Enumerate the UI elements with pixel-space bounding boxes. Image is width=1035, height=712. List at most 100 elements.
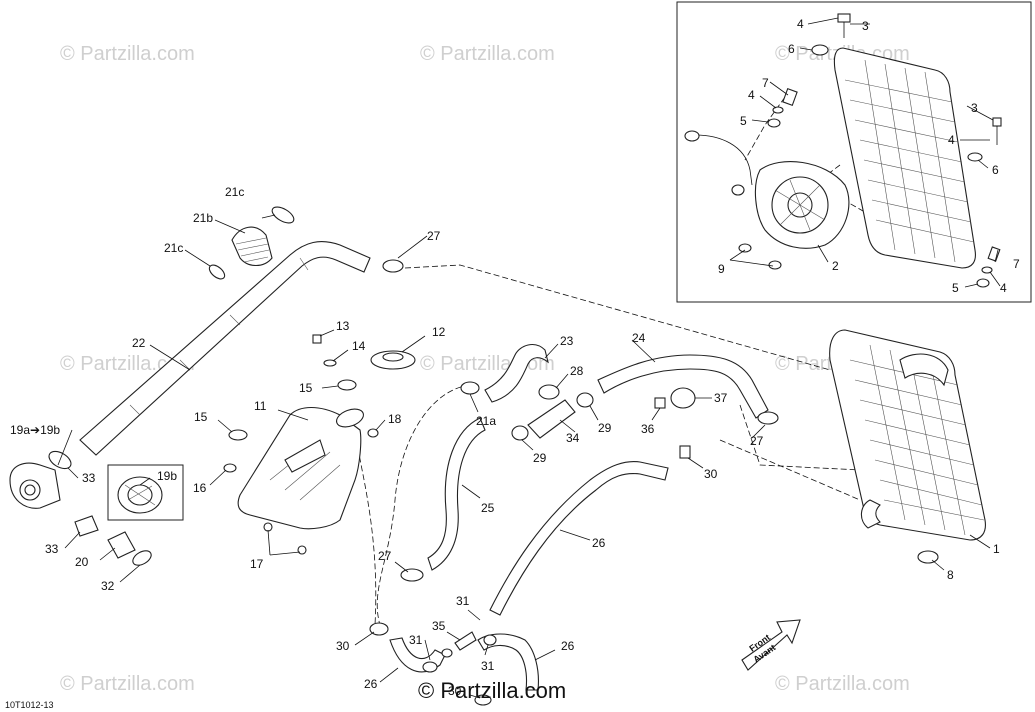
callout-label: 34 (566, 431, 580, 445)
callout-label: 6 (788, 42, 795, 56)
callout-label: 21c (225, 185, 244, 199)
clamp-21c-upper (271, 206, 295, 224)
callout-label: 15 (194, 410, 208, 424)
front-direction-arrow: Front Avant (741, 619, 801, 671)
inset-hardware (738, 13, 1002, 288)
clamp-29-left (511, 425, 529, 441)
callout-label: 21a (476, 414, 496, 428)
radiator-main (829, 329, 986, 564)
callout-label: 37 (714, 391, 728, 405)
hose-22 (79, 241, 371, 456)
callout-label: 27 (378, 549, 392, 563)
callout-label: 19a➔19b (10, 423, 60, 437)
coolant-reservoir (237, 406, 364, 530)
callout-label: 4 (948, 133, 955, 147)
spring-21b (231, 226, 273, 267)
callout-label: 18 (388, 412, 402, 426)
callout-label: 26 (561, 639, 575, 653)
thermostat-19b (117, 476, 163, 514)
hose-25 (400, 417, 486, 582)
callout-label: 33 (82, 471, 96, 485)
fan-assembly (754, 161, 850, 249)
clamp-27-lower (400, 568, 424, 582)
clamp-32 (132, 550, 152, 566)
callout-label: 26 (592, 536, 606, 550)
clamp-27-right (757, 411, 779, 425)
sleeve-33-lower (74, 515, 99, 537)
callout-label: 13 (336, 319, 350, 333)
fan-wire-harness (684, 130, 753, 196)
callout-label: 21b (193, 211, 213, 225)
callout-label: 6 (992, 163, 999, 177)
leader-lines (57, 17, 1001, 699)
callout-label: 27 (427, 229, 441, 243)
callout-labels: 1 2 3 3 4 4 4 4 5 5 6 6 7 7 8 9 11 12 13… (10, 17, 1020, 698)
callout-label: 7 (762, 76, 769, 90)
callout-label: 8 (947, 568, 954, 582)
hardware-13-14-15 (223, 334, 379, 555)
callout-label: 30 (704, 467, 718, 481)
callout-label: 24 (632, 331, 646, 345)
callout-label: 30 (448, 684, 462, 698)
radiator-inset (833, 47, 976, 269)
callout-label: 25 (481, 501, 495, 515)
callout-label: 17 (250, 557, 264, 571)
callout-label: 31 (481, 659, 495, 673)
callout-label: 27 (750, 434, 764, 448)
callout-label: 31 (409, 633, 423, 647)
callout-label: 23 (560, 334, 574, 348)
clamp-21c-lower (208, 264, 226, 280)
callout-label: 16 (193, 481, 207, 495)
partzilla-brand: © Partzilla.com (418, 678, 566, 703)
diagram-code: 10T1012-13 (5, 700, 54, 710)
watermark: © Partzilla.com (60, 43, 195, 65)
callout-label: 2 (832, 259, 839, 273)
hose-23 (460, 344, 549, 403)
callout-label: 35 (432, 619, 446, 633)
callout-label: 19b (157, 469, 177, 483)
callout-label: 28 (570, 364, 584, 378)
callout-label: 21c (164, 241, 183, 255)
callout-label: 36 (641, 422, 655, 436)
callout-label: 15 (299, 381, 313, 395)
hose-26 (489, 461, 669, 616)
callout-label: 26 (364, 677, 378, 691)
callout-label: 12 (432, 325, 446, 339)
reservoir-cap (370, 350, 416, 370)
callout-label: 7 (1013, 257, 1020, 271)
callout-label: 33 (45, 542, 59, 556)
callout-label: 14 (352, 339, 366, 353)
callout-label: 32 (101, 579, 115, 593)
fan-detail-inset (676, 1, 1032, 303)
watermark: © Partzilla.com (60, 673, 195, 695)
callout-label: 31 (456, 594, 470, 608)
clamp-29-right (576, 392, 594, 408)
clamp-30-left (369, 622, 389, 636)
callout-label: 9 (718, 262, 725, 276)
callout-label: 4 (797, 17, 804, 31)
clamp-21a (460, 381, 480, 395)
fitting-35 (454, 631, 477, 651)
callout-label: 4 (1000, 281, 1007, 295)
callout-label: 22 (132, 336, 146, 350)
grommet-8 (917, 550, 939, 564)
callout-label: 30 (336, 639, 350, 653)
callout-label: 5 (740, 114, 747, 128)
connector-34 (511, 384, 594, 441)
watermark: © Partzilla.com (420, 43, 555, 65)
callout-label: 3 (862, 19, 869, 33)
callout-label: 11 (254, 399, 267, 413)
callout-label: 29 (533, 451, 547, 465)
callout-label: 5 (952, 281, 959, 295)
callout-label: 29 (598, 421, 612, 435)
hose-24 (597, 354, 779, 425)
clip-36-37 (654, 387, 696, 459)
thermostat-housing (9, 450, 72, 509)
callout-label: 20 (75, 555, 89, 569)
callout-label: 1 (993, 542, 1000, 556)
clamp-28 (538, 384, 560, 400)
sleeve-20 (107, 531, 136, 559)
callout-label: 3 (971, 101, 978, 115)
clamp-27-top (382, 259, 404, 273)
